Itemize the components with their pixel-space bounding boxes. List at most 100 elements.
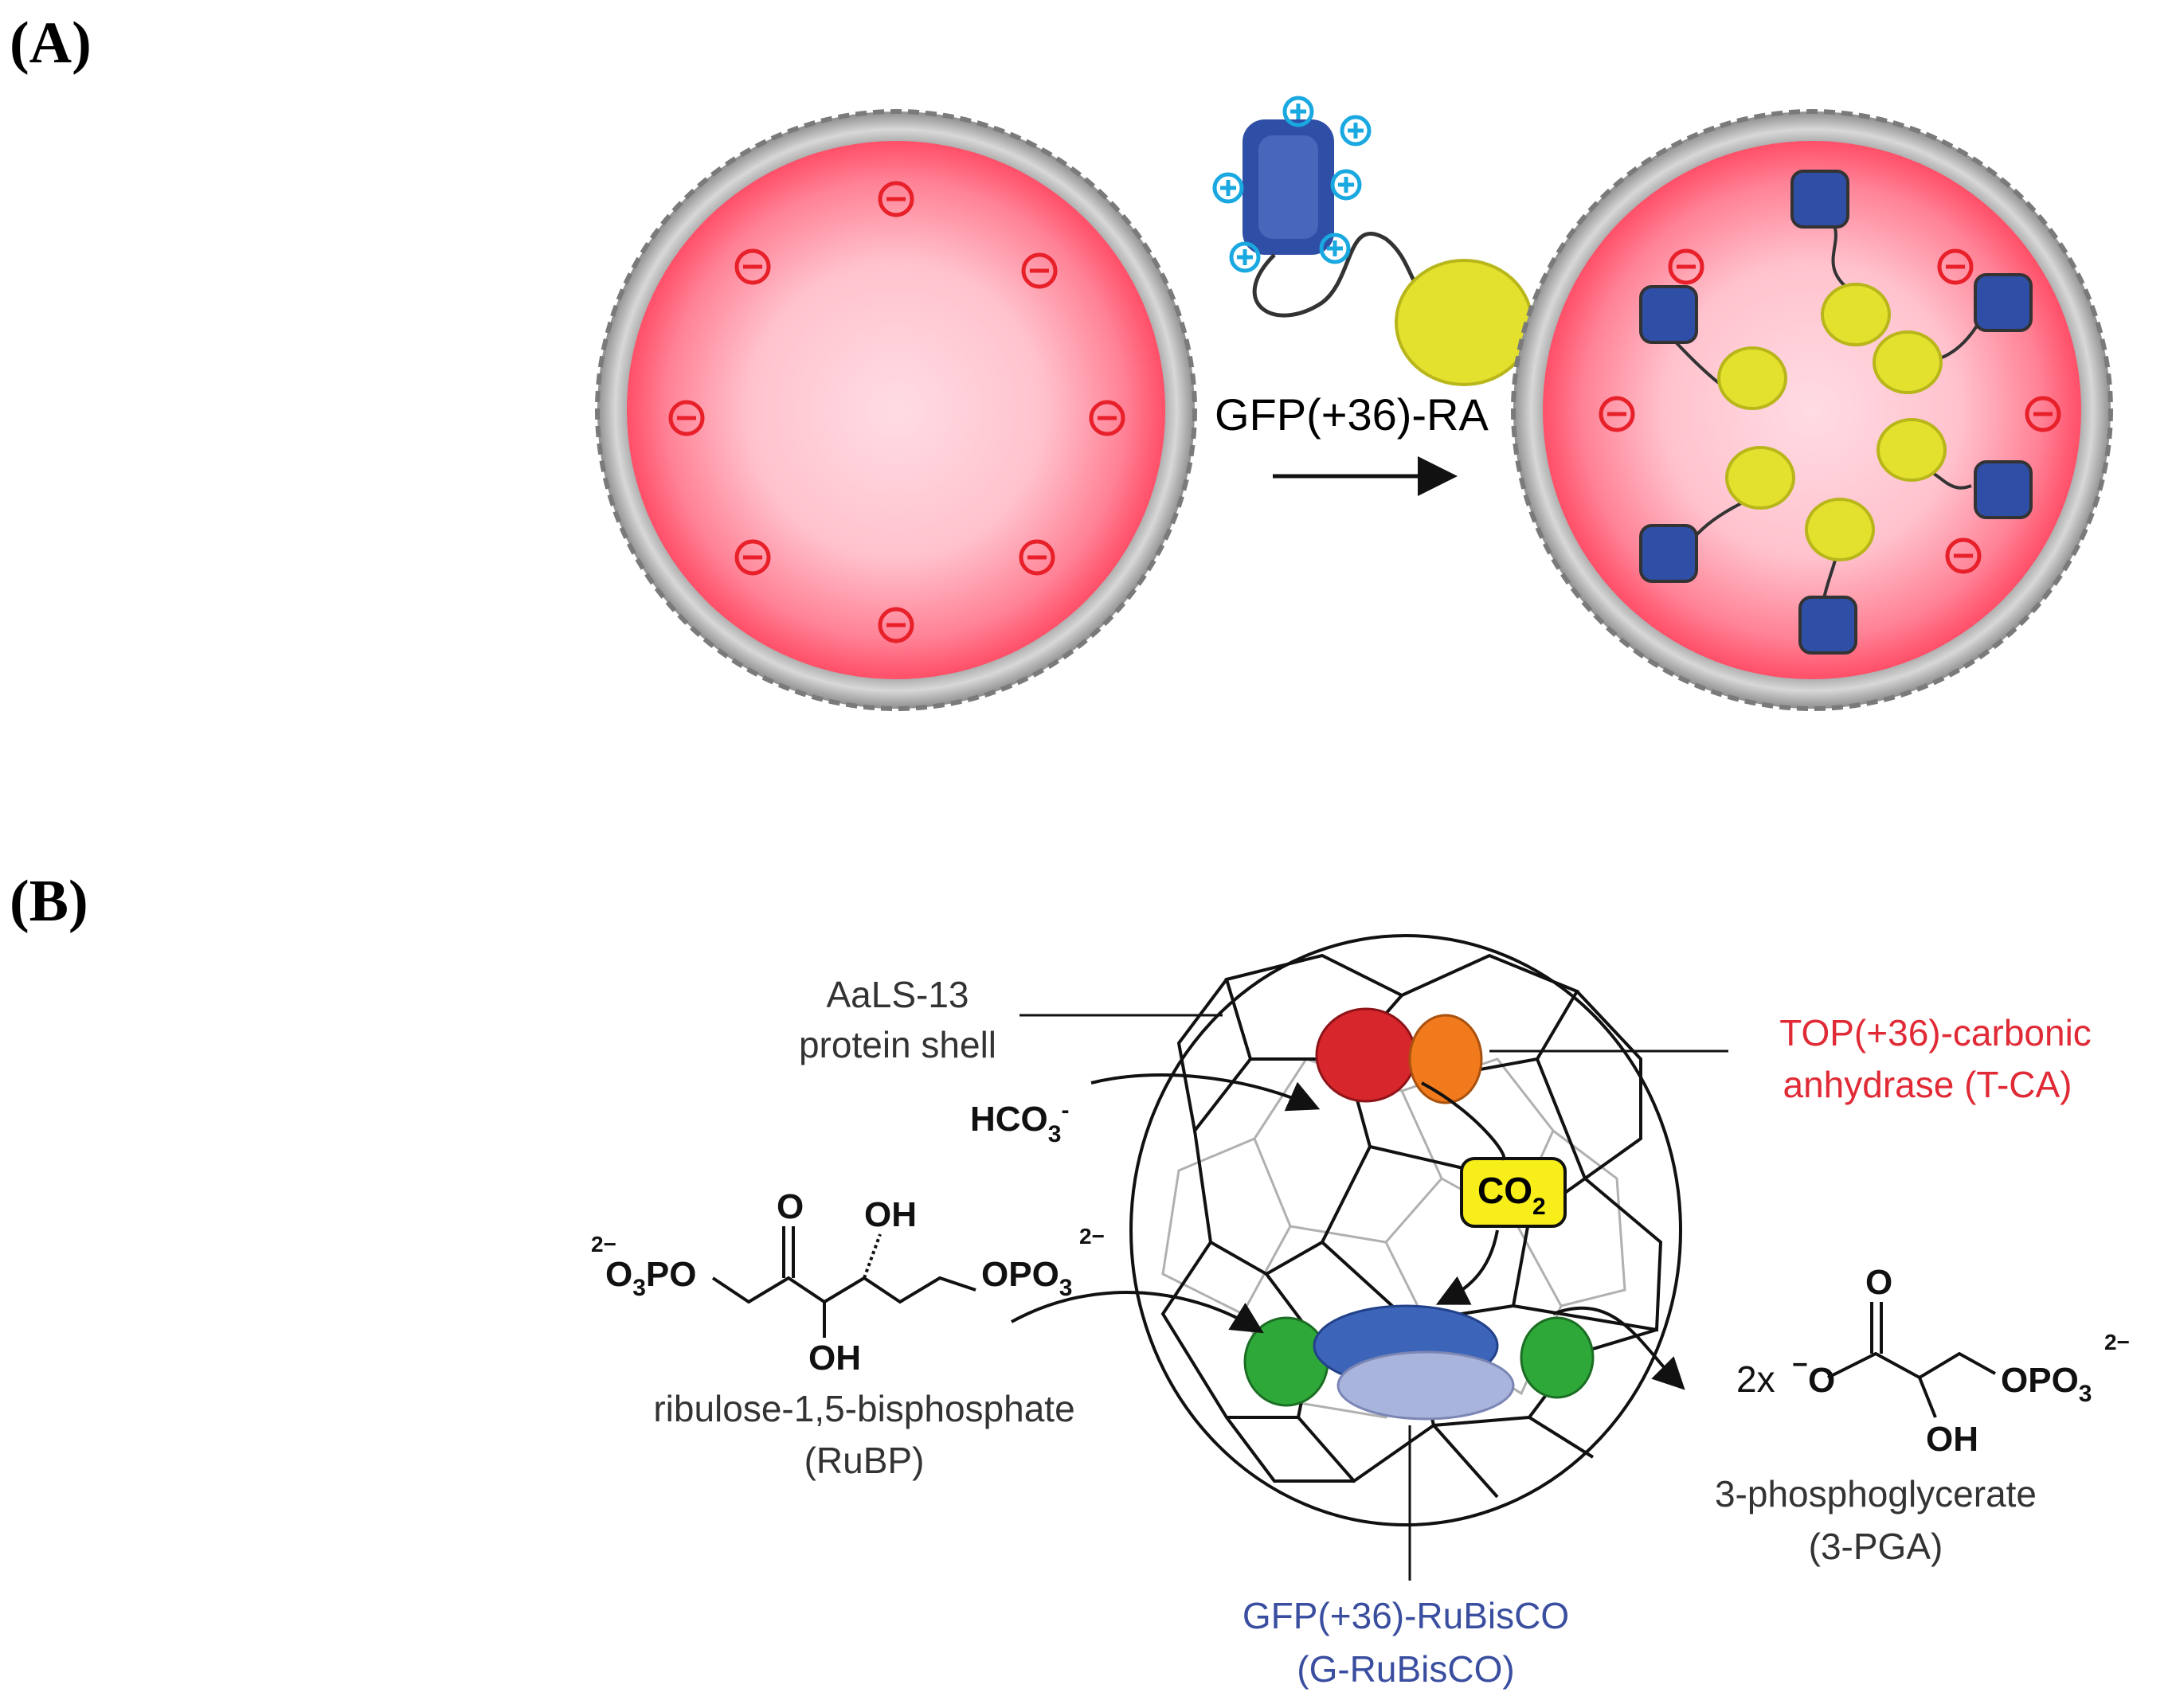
linker [1252,231,1450,318]
gfp-barrel [1798,596,1857,655]
leader-lines [1019,1014,1728,1581]
front-face [1225,1416,1595,1499]
pga-oh-bond [1918,1377,1937,1418]
grubisco-label-line2: (G-RuBisCO) [1297,1648,1514,1690]
co2-to-rubisco-arrow [1435,1229,1499,1305]
negative-charge-icon [2025,396,2061,432]
tca-label-line2: anhydrase (T-CA) [1783,1064,2072,1105]
rubp-label-line2: (RuBP) [804,1440,925,1481]
pga-bonds [1827,1302,1996,1418]
pga-o-minus: O [1808,1361,1835,1400]
loaded-negative-charges [1599,248,2061,574]
pga-carbonyl-o: O [1865,1263,1892,1302]
hco3-sub: 3 [1048,1121,1062,1147]
tca-to-co2 [1421,1081,1506,1161]
rubp-label-line1: ribulose-1,5-bisphosphate [653,1388,1074,1429]
retro-aldolase [1717,346,1787,410]
rubp-oh-bottom: OH [808,1339,861,1378]
rubp-left-charge: 2− [591,1232,616,1257]
retro-aldolase [1725,446,1795,510]
positive-charge-icon [1282,96,1314,127]
negative-charge-icon [878,181,914,217]
shell-label-line1: AaLS-13 [826,974,969,1015]
negative-charge-icon [734,539,771,576]
positive-charge-icon [1319,233,1351,264]
rubp-right-charge: 2− [1079,1224,1105,1249]
empty-capsule-interior [627,141,1165,679]
panel-b: (B) [10,869,2130,1690]
pga-3: 3 [2079,1381,2092,1407]
tca-enzymes [1315,1007,1483,1104]
pga-phosphate: OPO32− [2001,1330,2130,1407]
shell-label-line2: protein shell [799,1024,996,1065]
gfp-barrel [1974,273,2033,332]
rubp-right-opo: OPO [981,1255,1059,1294]
negative-charge-icon [1019,539,1055,576]
pga-structure: 2x −O O OH OPO32− [1736,1263,2130,1459]
rubp-left-3: 3 [632,1275,646,1301]
tca-label-line1: TOP(+36)-carbonic [1779,1012,2092,1053]
co2-sub: 2 [1532,1194,1546,1220]
rubp-arrow [1011,1291,1264,1334]
flow-arrows [1011,1073,1685,1390]
gfp-green-domain [1520,1316,1595,1399]
negative-charge-icon [878,607,914,643]
panel-a: (A) [10,10,2113,711]
gfp-barrel [1639,285,1698,344]
rubp-right-group: OPO3 2− [981,1224,1105,1301]
co2-label: CO2 [1477,1170,1546,1220]
rubp-structure: 2−O3PO O OH OH OPO32− [591,1187,1105,1378]
retro-aldolase [1395,259,1533,386]
pga-oh: OH [1926,1420,1978,1459]
pga-label-line1: 3-phosphoglycerate [1715,1473,2037,1515]
negative-charge-icon [1599,396,1635,432]
gfp-barrel [1974,460,2033,519]
rubp-carbonyl-o: O [777,1187,804,1226]
negative-charges [668,181,1125,643]
g-rubisco-enzymes [1243,1304,1595,1421]
co2-box: CO2 [1460,1157,1567,1228]
negative-charge-icon [1937,248,1974,285]
panel-b-label: (B) [10,869,88,934]
rubp-left-group: 2−O3PO [591,1232,697,1301]
loaded-capsule [1511,109,2113,711]
negative-charge-icon [1089,400,1125,436]
pga-label-line2: (3-PGA) [1809,1526,1943,1567]
front-face [1193,1130,1323,1276]
back-face [1552,1129,1626,1307]
positive-charge-icon [1340,115,1372,147]
gfp-ra-fusion [1212,96,1533,386]
hco3-label: HCO3- [970,1097,1069,1147]
front-face [1575,990,1642,1180]
positive-charges [1212,96,1372,273]
back-face [1161,1137,1255,1315]
grubisco-label-line1: GFP(+36)-RuBisCO [1243,1595,1569,1636]
negative-charge-icon [668,400,705,436]
rubp-backbone [711,1276,976,1304]
rubp-right-3: 3 [1059,1275,1073,1301]
gfp-green-domain [1243,1316,1329,1407]
positive-charge-icon [1212,172,1244,204]
hco3-sup: - [1061,1097,1069,1124]
cage-outline [1129,934,1682,1526]
co2-main: CO [1477,1170,1532,1211]
tca-red-domain [1315,1007,1417,1103]
positive-charge-icon [1229,241,1261,273]
panel-a-label: (A) [10,10,92,76]
negative-charge-icon [1668,248,1704,285]
negative-charge-icon [1021,252,1058,289]
rubp-left-po: PO [646,1255,697,1294]
gfp-highlight [1258,135,1318,239]
oh-hash-bond [863,1233,882,1279]
rubp-bonds [711,1226,976,1338]
negative-charge-icon [734,248,771,285]
front-face [1176,978,1252,1135]
retro-aldolase [1821,283,1891,346]
rubp-left-o: O [605,1255,632,1294]
retro-aldolase [1877,418,1947,482]
pga-minus: − [1792,1350,1808,1380]
gfp-ra-label: GFP(+36)-RA [1215,389,1489,440]
pga-carboxylate: −O [1792,1350,1835,1400]
positive-charge-icon [1330,169,1362,201]
